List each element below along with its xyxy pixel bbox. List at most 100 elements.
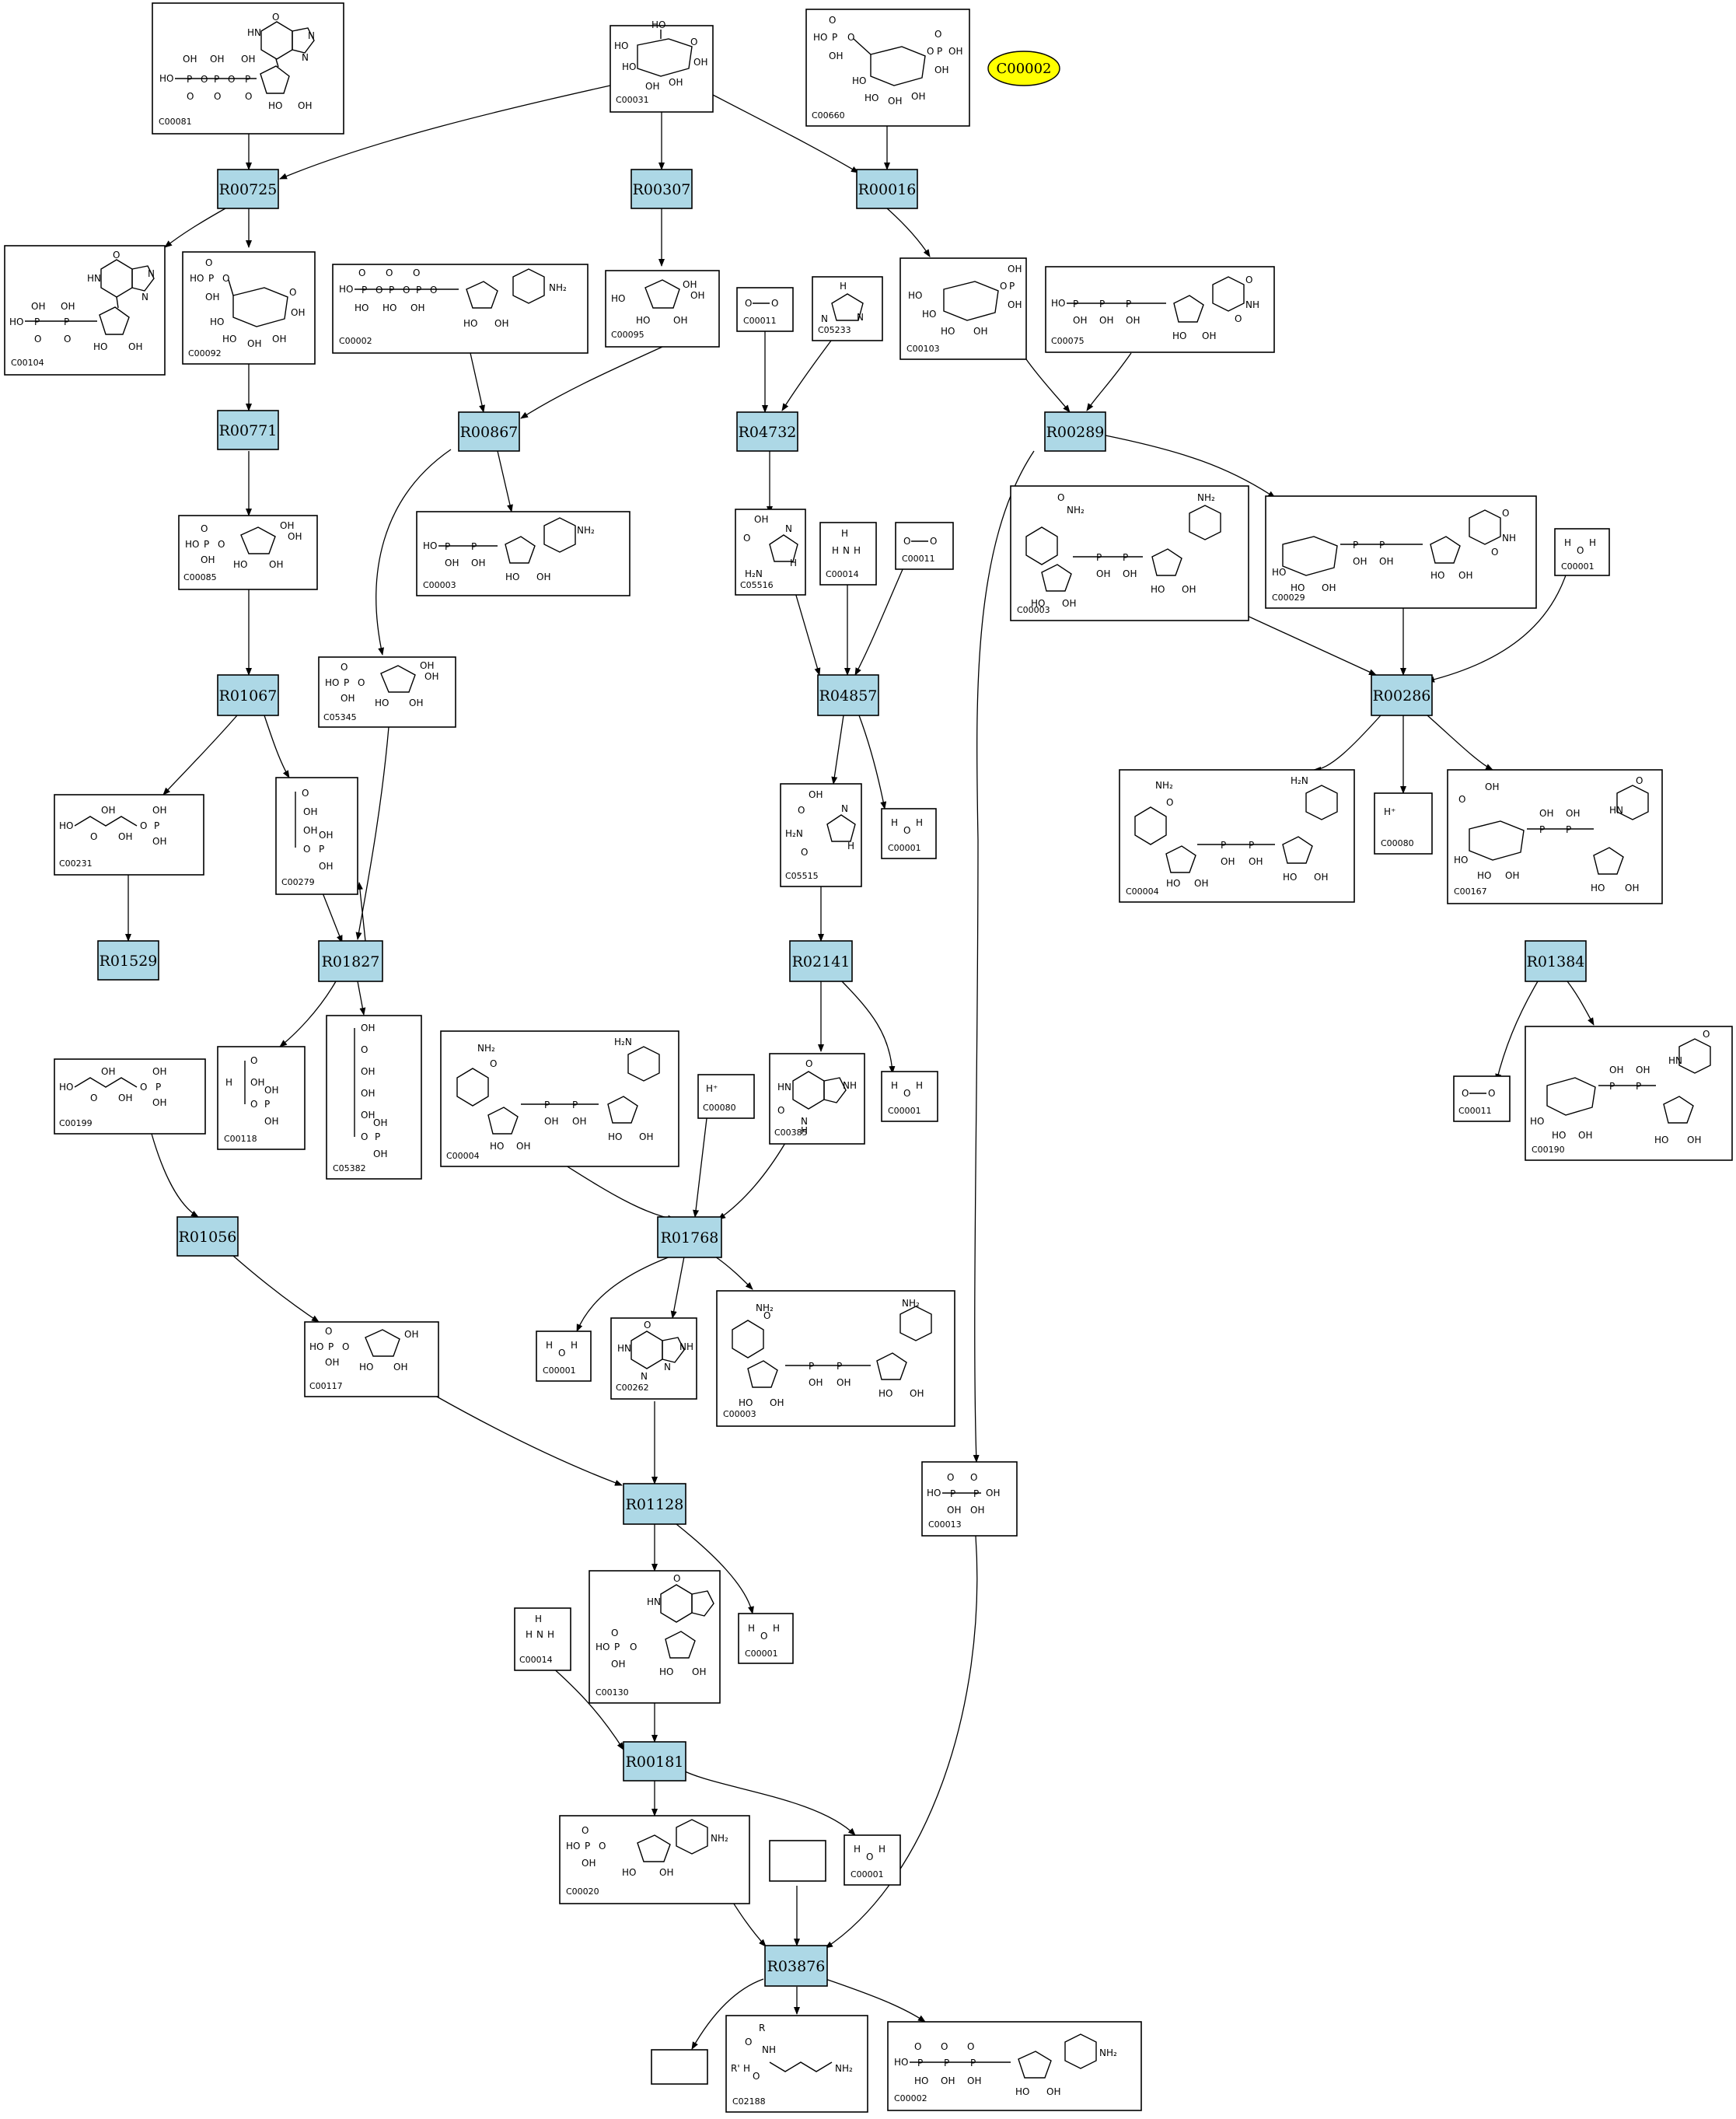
reaction-node[interactable]: R00725 (217, 169, 279, 209)
empty-compound-box[interactable] (651, 2049, 708, 2085)
compound-box[interactable]: H⁺ C00080 (697, 1074, 755, 1119)
compound-box[interactable]: HOH C00001 (536, 1330, 592, 1382)
svg-text:HO: HO (505, 572, 519, 582)
svg-text:HO: HO (1477, 870, 1491, 881)
compound-id: C00080 (703, 1103, 736, 1113)
reaction-label: R00867 (460, 424, 519, 441)
svg-text:O: O (914, 2041, 921, 2052)
reaction-node[interactable]: R01056 (176, 1216, 239, 1257)
reaction-node[interactable]: R00771 (217, 410, 279, 450)
svg-text:N: N (664, 1362, 671, 1372)
reaction-node[interactable]: R00016 (856, 169, 918, 209)
reaction-node[interactable]: R00289 (1044, 411, 1106, 452)
svg-text:OH: OH (118, 1093, 132, 1103)
reaction-node[interactable]: R04732 (736, 411, 798, 452)
compound-id: C02188 (732, 2096, 766, 2107)
svg-text:H: H (1589, 537, 1596, 548)
reaction-node[interactable]: R01529 (97, 940, 159, 981)
svg-text:OH: OH (1126, 315, 1140, 326)
reaction-node[interactable]: R01067 (217, 674, 279, 716)
svg-text:H: H (840, 281, 847, 292)
reaction-node[interactable]: R01384 (1525, 940, 1587, 982)
compound-box[interactable]: HOH C00001 (738, 1613, 794, 1664)
reaction-node[interactable]: R00307 (630, 169, 693, 209)
molecule-structure: HOH (854, 1844, 885, 1862)
compound-id: C05233 (818, 325, 851, 335)
compound-id: C00262 (616, 1383, 649, 1393)
svg-text:HO: HO (636, 315, 650, 326)
reaction-node[interactable]: R00867 (458, 411, 520, 452)
reaction-node[interactable]: R01128 (623, 1483, 686, 1525)
highlighted-compound[interactable]: C00002 (987, 51, 1060, 86)
reaction-node[interactable]: R04857 (817, 674, 879, 716)
reaction-node[interactable]: R01768 (657, 1216, 722, 1258)
svg-text:O: O (201, 523, 208, 534)
svg-text:OH: OH (693, 57, 707, 68)
compound-id: C00003 (423, 580, 456, 590)
svg-text:H⁺: H⁺ (1384, 806, 1395, 817)
svg-text:OH: OH (770, 1397, 784, 1408)
svg-text:OH: OH (424, 671, 438, 682)
empty-compound-box[interactable] (769, 1840, 826, 1882)
compound-box[interactable]: HOH C00001 (844, 1834, 901, 1886)
svg-text:HO: HO (1031, 598, 1045, 609)
svg-text:HO: HO (1291, 582, 1305, 593)
reaction-node[interactable]: R00286 (1371, 674, 1433, 716)
reaction-node[interactable]: R03876 (764, 1945, 828, 1987)
svg-text:HO: HO (359, 1362, 373, 1372)
reaction-label: R01827 (322, 953, 380, 970)
reaction-node[interactable]: R00181 (623, 1741, 686, 1782)
compound-box[interactable]: H⁺ C00080 (1374, 792, 1433, 855)
reaction-node[interactable]: R02141 (789, 940, 853, 982)
svg-text:P: P (187, 74, 192, 85)
compound-box[interactable]: HOH C00001 (1554, 528, 1610, 576)
svg-text:OH: OH (1062, 598, 1076, 609)
compound-box[interactable]: HOH C00001 (881, 808, 937, 859)
reaction-node[interactable]: R01827 (318, 940, 383, 982)
compound-box[interactable]: HOH C00001 (881, 1071, 938, 1122)
highlight-label: C00002 (996, 61, 1051, 77)
